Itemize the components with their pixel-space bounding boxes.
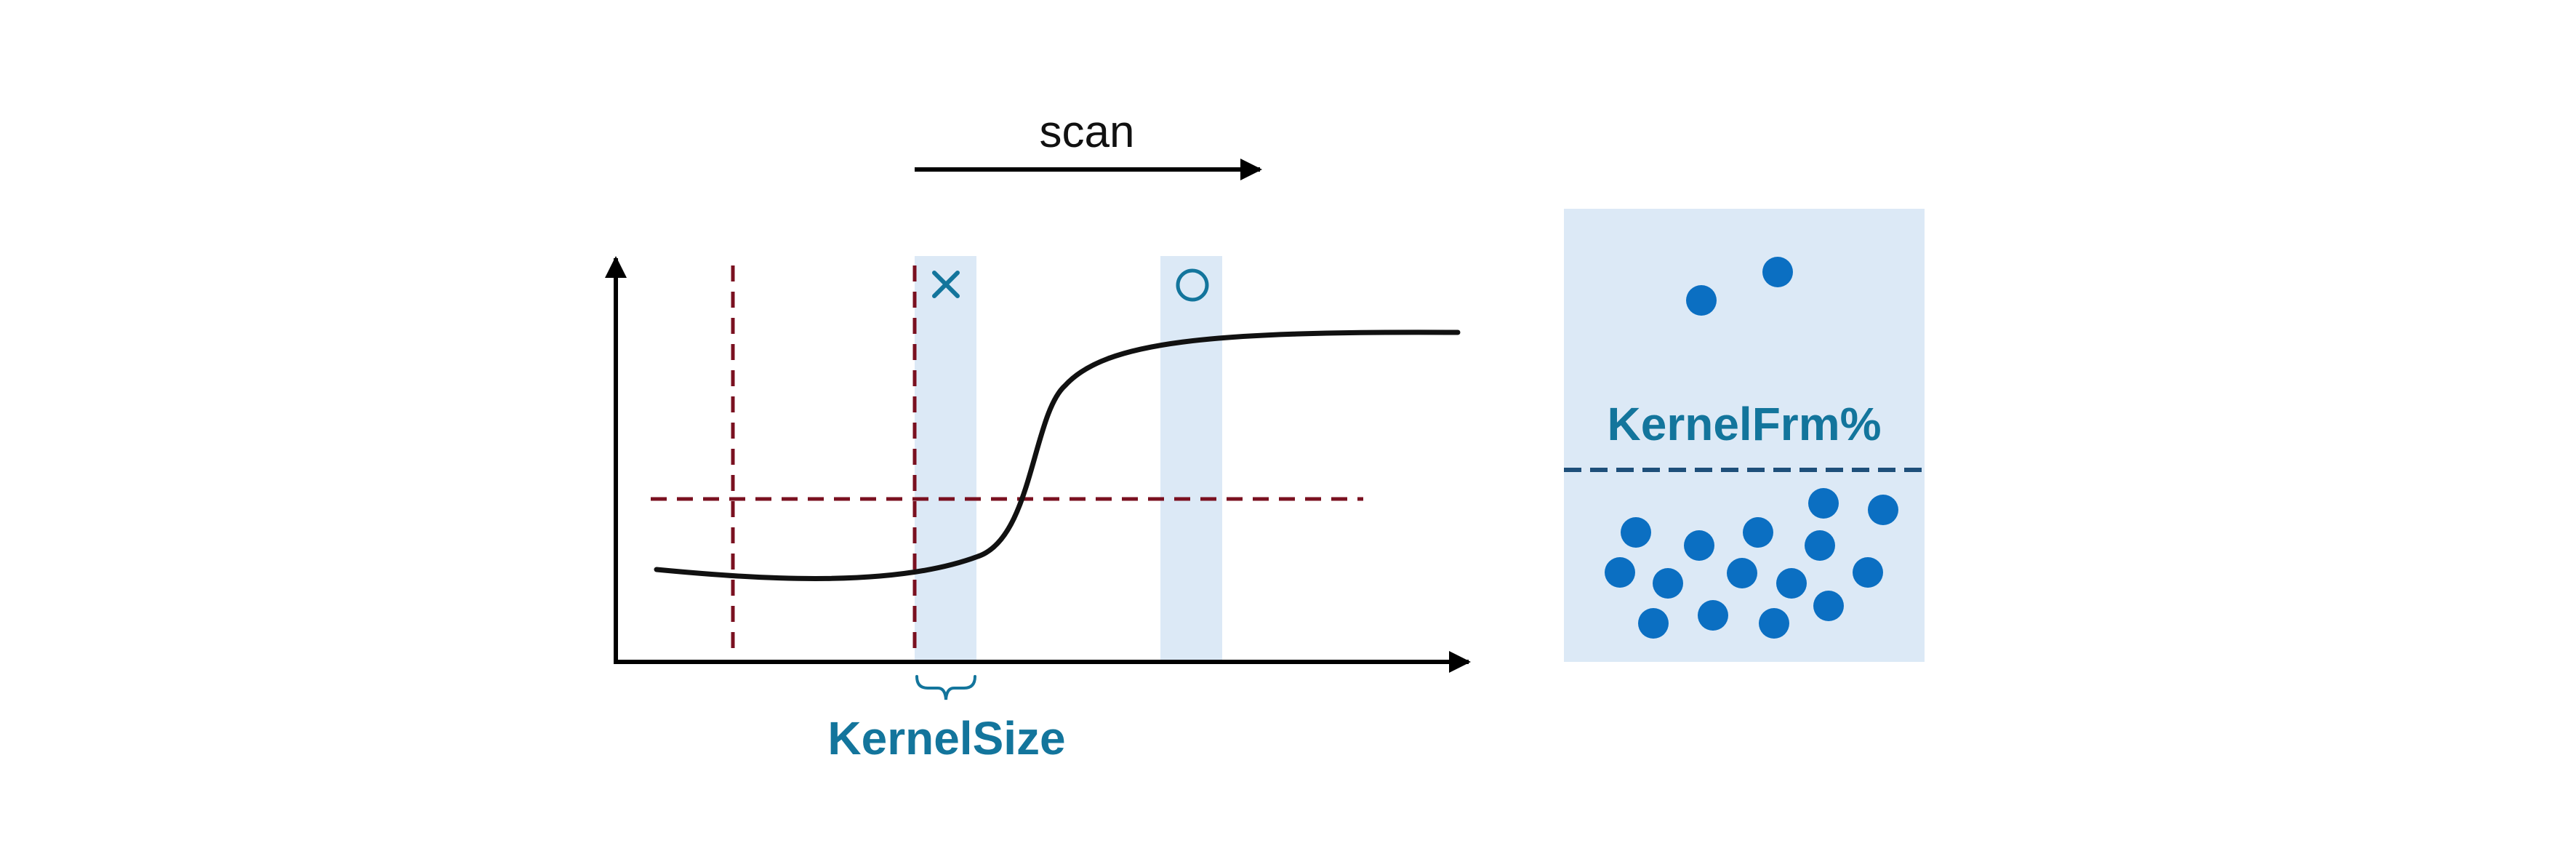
dot xyxy=(1686,285,1717,316)
dot xyxy=(1638,608,1669,639)
kernel-frm-label: KernelFrm% xyxy=(1608,398,1882,450)
dot xyxy=(1808,488,1839,519)
dot xyxy=(1759,608,1789,639)
dot xyxy=(1621,517,1651,548)
dot xyxy=(1762,257,1793,287)
kernel-size-brace xyxy=(915,675,976,700)
scan-window-second xyxy=(1160,256,1222,660)
dot xyxy=(1743,517,1773,548)
dot xyxy=(1698,600,1728,631)
dot xyxy=(1813,591,1844,621)
signal-curve xyxy=(654,329,1461,581)
scan-label: scan xyxy=(1040,107,1135,157)
dot xyxy=(1605,557,1635,588)
dot xyxy=(1727,558,1757,588)
cross-icon xyxy=(932,271,960,298)
dot xyxy=(1653,568,1683,599)
dot xyxy=(1868,495,1898,525)
dot xyxy=(1805,530,1835,561)
circle-icon xyxy=(1176,268,1209,302)
kernel-size-label: KernelSize xyxy=(827,712,1065,764)
dots-below-threshold xyxy=(1605,488,1898,639)
dot xyxy=(1853,557,1883,588)
dots-above-threshold xyxy=(1686,257,1793,316)
scan-window-first xyxy=(915,256,976,660)
dot xyxy=(1776,568,1807,599)
dot xyxy=(1684,530,1714,561)
